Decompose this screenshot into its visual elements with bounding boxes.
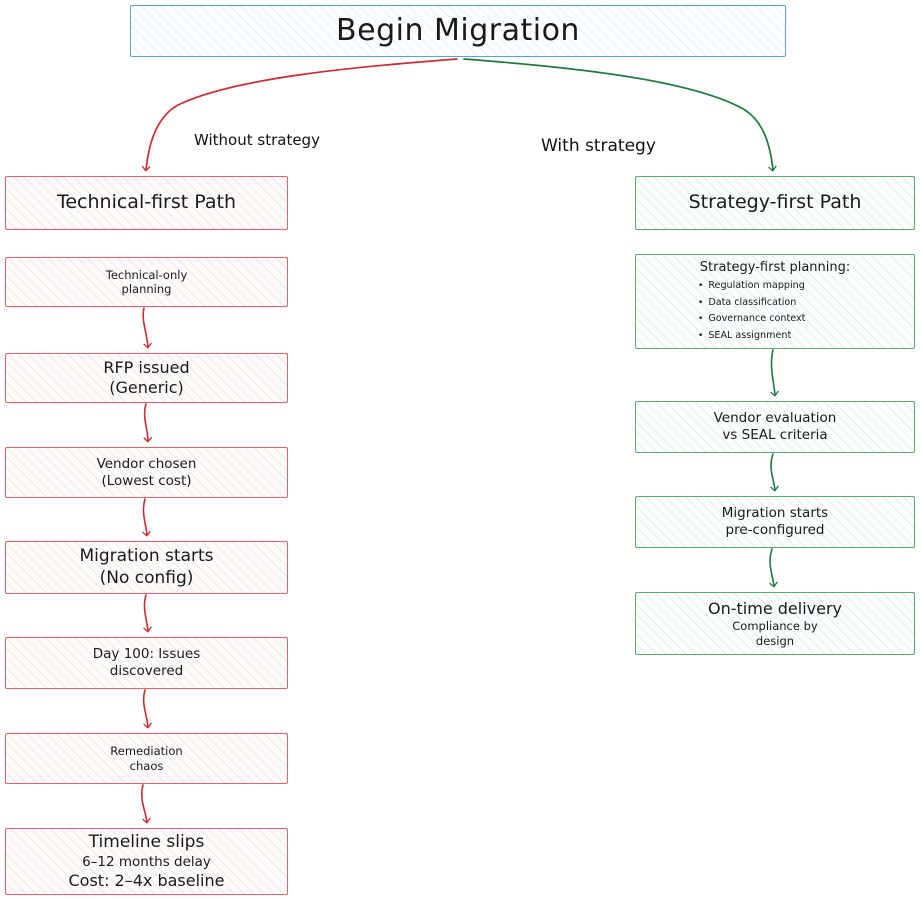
edge-day100-to-remediation (142, 689, 152, 729)
edge-migstart-to-day100 (143, 594, 152, 633)
node-line: (Generic) (109, 378, 184, 397)
edge-label-with-strategy: With strategy (541, 136, 656, 156)
edge-techplan-to-rfp (142, 307, 152, 349)
list-item: Regulation mapping (698, 278, 914, 295)
node-line: pre-configured (725, 522, 825, 538)
planning-bullet-list: Regulation mapping Data classification G… (636, 278, 914, 344)
edge-remediation-to-timeline (140, 784, 151, 824)
node-line: Day 100: Issues (92, 646, 201, 663)
node-line: Technical-only (105, 267, 188, 282)
list-item: Data classification (698, 295, 914, 312)
edge-begin-to-technical (141, 58, 458, 172)
node-on-time-delivery[interactable]: On-time delivery Compliance by design (635, 592, 915, 655)
node-line: Timeline slips (88, 832, 205, 853)
node-line: Vendor evaluation (713, 410, 837, 427)
list-item: Governance context (698, 311, 914, 328)
node-line: RFP issued (103, 358, 190, 377)
technical-first-path-header[interactable]: Technical-first Path (5, 176, 288, 230)
node-line: (No config) (99, 567, 194, 588)
begin-migration-node[interactable]: Begin Migration (130, 5, 786, 57)
node-technical-only-planning[interactable]: Technical-only planning (5, 257, 288, 307)
node-line: design (755, 633, 795, 648)
edge-label-without-strategy: Without strategy (194, 131, 320, 149)
strategy-first-path-header[interactable]: Strategy-first Path (635, 176, 915, 230)
edge-planning-to-vendoreval (770, 349, 779, 397)
edge-vendor-to-migstart (142, 498, 151, 537)
node-line: Migration starts (79, 546, 214, 567)
technical-first-path-label: Technical-first Path (56, 191, 236, 214)
node-migration-starts-preconfigured[interactable]: Migration starts pre-configured (635, 496, 915, 548)
node-line: chaos (129, 758, 164, 773)
node-remediation-chaos[interactable]: Remediation chaos (5, 733, 288, 784)
node-line: planning (121, 282, 172, 296)
list-item: SEAL assignment (698, 328, 914, 345)
node-line: Vendor chosen (96, 455, 197, 472)
node-vendor-chosen[interactable]: Vendor chosen (Lowest cost) (5, 447, 288, 498)
strategy-first-path-label: Strategy-first Path (688, 191, 862, 214)
node-vendor-evaluation[interactable]: Vendor evaluation vs SEAL criteria (635, 401, 915, 453)
node-line: (Lowest cost) (101, 472, 192, 489)
node-day-100-issues[interactable]: Day 100: Issues discovered (5, 637, 288, 689)
planning-heading: Strategy-first planning: (699, 260, 851, 275)
node-line: discovered (109, 663, 184, 679)
node-line: Migration starts (721, 505, 829, 522)
begin-migration-label: Begin Migration (336, 13, 580, 49)
node-line: Remediation (110, 744, 183, 759)
node-line: 6–12 months delay (82, 853, 211, 870)
node-line: Cost: 2–4x baseline (68, 870, 225, 890)
edge-rfp-to-vendor (143, 403, 153, 443)
node-line: On-time delivery (708, 599, 842, 619)
node-line: vs SEAL criteria (722, 427, 828, 443)
edge-vendoreval-to-migpre (770, 453, 779, 492)
node-line: Compliance by (732, 619, 818, 634)
node-strategy-first-planning[interactable]: Strategy-first planning: Regulation mapp… (635, 254, 915, 349)
node-rfp-issued[interactable]: RFP issued (Generic) (5, 353, 288, 403)
node-migration-starts-no-config[interactable]: Migration starts (No config) (5, 541, 288, 594)
edge-migpre-to-ontime (769, 548, 778, 588)
node-timeline-slips[interactable]: Timeline slips 6–12 months delay Cost: 2… (5, 828, 288, 895)
